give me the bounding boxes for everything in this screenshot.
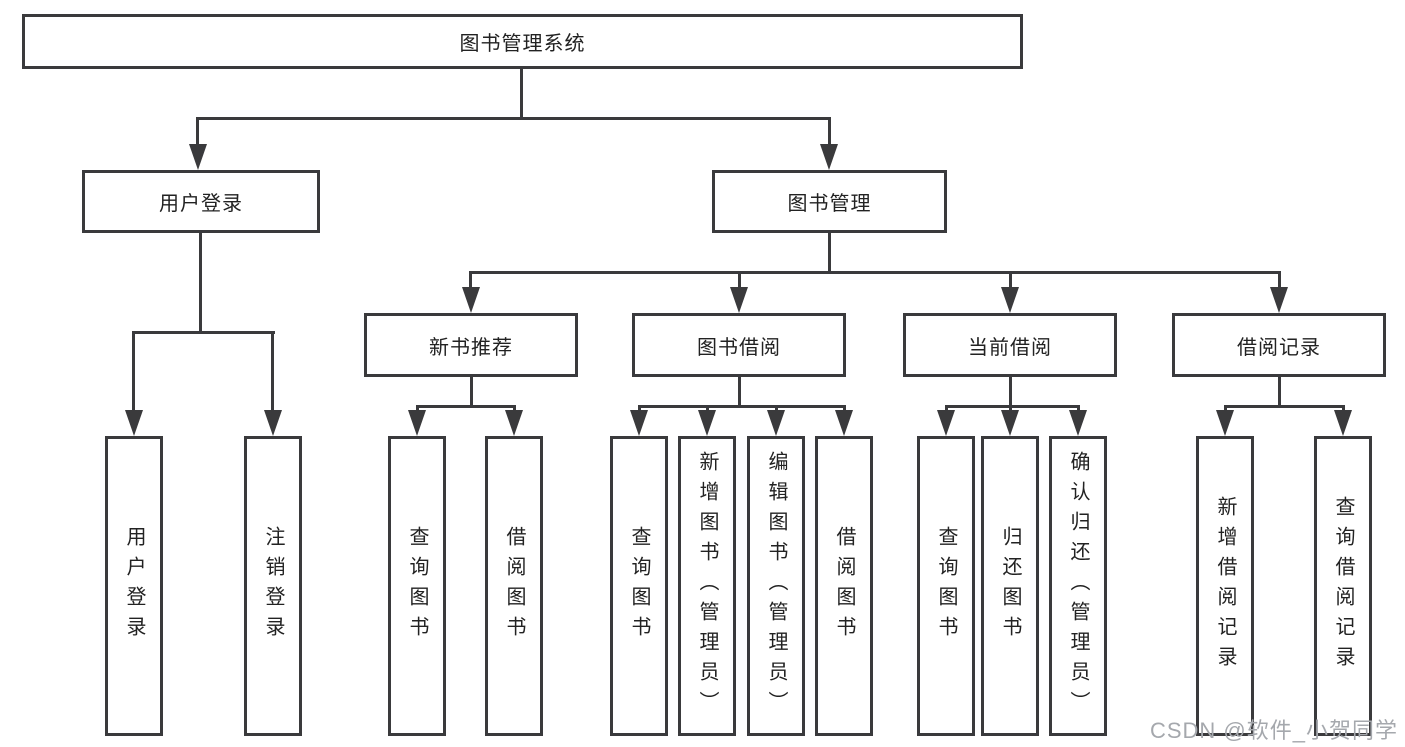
connector-line <box>132 331 275 334</box>
connector-arrowhead <box>1001 287 1019 313</box>
connector-line <box>520 68 523 119</box>
leaf-user-login: 用户登录 <box>105 436 163 736</box>
connector-line <box>1278 377 1281 408</box>
connector-arrowhead <box>730 287 748 313</box>
leaf-edit-books-admin-label: 编辑图书（管理员） <box>765 451 787 721</box>
leaf-query-books-recommend: 查询图书 <box>388 436 446 736</box>
leaf-edit-books-admin: 编辑图书（管理员） <box>747 436 805 736</box>
leaf-add-books-admin: 新增图书（管理员） <box>678 436 736 736</box>
leaf-add-borrow-record-label: 新增借阅记录 <box>1214 496 1236 676</box>
connector-arrowhead <box>767 410 785 436</box>
node-user-login-label: 用户登录 <box>159 193 243 215</box>
leaf-borrow-books-label: 借阅图书 <box>833 526 855 646</box>
leaf-confirm-return-admin-label: 确认归还（管理员） <box>1067 451 1089 721</box>
connector-line <box>843 405 846 414</box>
connector-line <box>828 117 831 147</box>
leaf-query-books-recommend-label: 查询图书 <box>406 526 428 646</box>
connector-arrowhead <box>462 287 480 313</box>
connector-arrowhead <box>937 410 955 436</box>
connector-line <box>469 271 1281 274</box>
connector-line <box>1009 377 1012 408</box>
leaf-query-books-borrow: 查询图书 <box>610 436 668 736</box>
leaf-query-books-current: 查询图书 <box>917 436 975 736</box>
connector-line <box>706 405 709 414</box>
node-user-login: 用户登录 <box>82 170 320 233</box>
node-new-book-recommend-label: 新书推荐 <box>429 336 513 359</box>
leaf-return-books-label: 归还图书 <box>999 526 1021 646</box>
connector-line <box>197 117 831 120</box>
node-book-management: 图书管理 <box>712 170 947 233</box>
connector-line <box>638 405 846 408</box>
connector-arrowhead <box>1069 410 1087 436</box>
connector-line <box>132 331 135 412</box>
connector-arrowhead <box>408 410 426 436</box>
leaf-query-books-current-label: 查询图书 <box>935 526 957 646</box>
leaf-return-books: 归还图书 <box>981 436 1039 736</box>
node-book-borrow-label: 图书借阅 <box>697 336 781 359</box>
node-current-borrow: 当前借阅 <box>903 313 1117 377</box>
node-root-label: 图书管理系统 <box>459 33 586 55</box>
leaf-query-borrow-record-label: 查询借阅记录 <box>1332 496 1354 676</box>
connector-line <box>1342 405 1345 414</box>
connector-line <box>1009 405 1012 414</box>
csdn-watermark: CSDN @软件_小贺同学 <box>1149 718 1398 743</box>
connector-line <box>199 233 202 334</box>
leaf-add-books-admin-label: 新增图书（管理员） <box>696 451 718 721</box>
leaf-borrow-books: 借阅图书 <box>815 436 873 736</box>
node-borrow-records: 借阅记录 <box>1172 313 1386 377</box>
node-current-borrow-label: 当前借阅 <box>968 336 1052 359</box>
connector-line <box>1278 271 1281 293</box>
leaf-borrow-books-recommend-label: 借阅图书 <box>503 526 525 646</box>
connector-arrowhead <box>264 410 282 436</box>
connector-arrowhead <box>698 410 716 436</box>
node-root: 图书管理系统 <box>22 14 1023 69</box>
connector-line <box>1224 405 1227 414</box>
connector-arrowhead <box>1001 410 1019 436</box>
connector-line <box>775 405 778 414</box>
connector-line <box>738 377 741 408</box>
connector-line <box>945 405 948 414</box>
connector-arrowhead <box>630 410 648 436</box>
connector-line <box>469 271 472 293</box>
leaf-borrow-books-recommend: 借阅图书 <box>485 436 543 736</box>
connector-line <box>828 233 831 273</box>
connector-arrowhead <box>1270 287 1288 313</box>
connector-line <box>1077 405 1080 414</box>
connector-line <box>738 271 741 293</box>
leaf-user-login-label: 用户登录 <box>123 526 145 646</box>
connector-line <box>513 405 516 414</box>
connector-arrowhead <box>1334 410 1352 436</box>
connector-line <box>416 405 419 414</box>
connector-arrowhead <box>835 410 853 436</box>
node-book-borrow: 图书借阅 <box>632 313 846 377</box>
connector-line <box>1009 271 1012 293</box>
leaf-confirm-return-admin: 确认归还（管理员） <box>1049 436 1107 736</box>
leaf-query-books-borrow-label: 查询图书 <box>628 526 650 646</box>
connector-line <box>470 377 473 408</box>
connector-line <box>1224 405 1345 408</box>
leaf-query-borrow-record: 查询借阅记录 <box>1314 436 1372 736</box>
leaf-logout: 注销登录 <box>244 436 302 736</box>
connector-line <box>945 405 1080 408</box>
connector-line <box>271 331 274 412</box>
connector-arrowhead <box>820 144 838 170</box>
leaf-add-borrow-record: 新增借阅记录 <box>1196 436 1254 736</box>
connector-line <box>638 405 641 414</box>
connector-arrowhead <box>1216 410 1234 436</box>
connector-line <box>196 117 199 147</box>
node-borrow-records-label: 借阅记录 <box>1237 336 1321 359</box>
connector-arrowhead <box>505 410 523 436</box>
node-new-book-recommend: 新书推荐 <box>364 313 578 377</box>
leaf-logout-label: 注销登录 <box>262 526 284 646</box>
connector-line <box>416 405 516 408</box>
connector-arrowhead <box>125 410 143 436</box>
connector-arrowhead <box>189 144 207 170</box>
node-book-management-label: 图书管理 <box>787 193 872 215</box>
